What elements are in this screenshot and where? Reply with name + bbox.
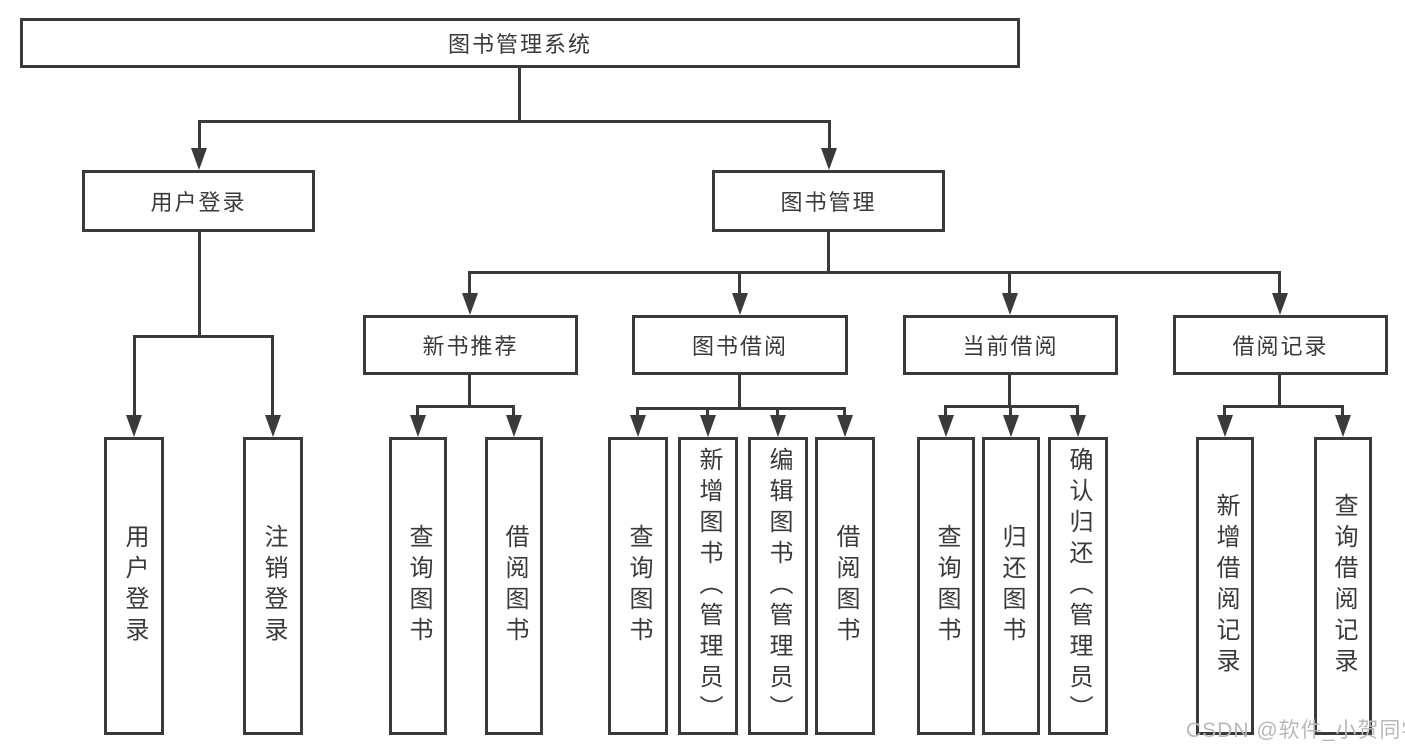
connector-line <box>1009 405 1012 417</box>
node-book-management: 图书管理 <box>712 170 945 232</box>
connector-line <box>1223 405 1226 417</box>
connector-line <box>518 66 521 123</box>
connector-line <box>1278 373 1281 407</box>
arrowhead-down-icon <box>265 415 281 437</box>
node-current-borrowing: 当前借阅 <box>903 315 1118 375</box>
arrowhead-down-icon <box>1070 415 1086 437</box>
connector-line <box>1278 271 1281 297</box>
leaf-add-borrow-record: 新增借阅记录 <box>1196 437 1254 735</box>
leaf-query-borrow-record: 查询借阅记录 <box>1314 437 1372 735</box>
connector-line <box>636 407 639 417</box>
arrowhead-down-icon <box>1003 415 1019 437</box>
leaf-query-books-current: 查询图书 <box>917 437 975 735</box>
connector-line <box>1008 271 1011 297</box>
arrowhead-down-icon <box>821 148 837 170</box>
leaf-return-book: 归还图书 <box>982 437 1040 735</box>
connector-line <box>827 230 830 274</box>
connector-line <box>417 405 515 408</box>
arrowhead-down-icon <box>770 415 786 437</box>
leaf-confirm-return-admin: 确认归还（管理员） <box>1048 437 1108 735</box>
connector-line <box>198 120 831 123</box>
arrowhead-down-icon <box>630 415 646 437</box>
leaf-query-books-borrowing: 查询图书 <box>608 437 668 735</box>
arrowhead-down-icon <box>410 415 426 437</box>
connector-line <box>637 407 846 410</box>
connector-line <box>198 120 201 151</box>
leaf-query-books-recommend: 查询图书 <box>389 437 447 735</box>
arrowhead-down-icon <box>837 415 853 437</box>
connector-line <box>1008 373 1011 407</box>
connector-line <box>706 407 709 417</box>
arrowhead-down-icon <box>126 415 142 437</box>
arrowhead-down-icon <box>462 293 478 315</box>
connector-line <box>198 230 201 337</box>
connector-line <box>828 120 831 151</box>
arrowhead-down-icon <box>1217 415 1233 437</box>
arrowhead-down-icon <box>1002 293 1018 315</box>
leaf-user-login: 用户登录 <box>104 437 164 735</box>
csdn-watermark: CSDN @软件_小贺同学 <box>1186 719 1405 742</box>
node-new-book-recommendation: 新书推荐 <box>363 315 578 375</box>
connector-line <box>1076 405 1079 417</box>
connector-line <box>133 335 136 417</box>
arrowhead-down-icon <box>938 415 954 437</box>
leaf-logout: 注销登录 <box>243 437 303 735</box>
connector-line <box>776 407 779 417</box>
connector-line <box>945 405 1079 408</box>
connector-line <box>512 405 515 417</box>
connector-line <box>468 271 471 297</box>
arrowhead-down-icon <box>506 415 522 437</box>
connector-line <box>1224 405 1344 408</box>
connector-line <box>1341 405 1344 417</box>
node-borrowing-records: 借阅记录 <box>1173 315 1388 375</box>
arrowhead-down-icon <box>191 148 207 170</box>
leaf-borrow-books-recommend: 借阅图书 <box>485 437 543 735</box>
leaf-borrow-books-borrowing: 借阅图书 <box>815 437 875 735</box>
arrowhead-down-icon <box>1335 415 1351 437</box>
leaf-add-book-admin: 新增图书（管理员） <box>678 437 738 735</box>
connector-line <box>416 405 419 417</box>
connector-line <box>468 373 471 407</box>
connector-line <box>944 405 947 417</box>
node-book-borrowing: 图书借阅 <box>632 315 848 375</box>
connector-line <box>738 373 741 409</box>
connector-line <box>843 407 846 417</box>
arrowhead-down-icon <box>732 293 748 315</box>
connector-line <box>133 335 274 338</box>
node-library-management-system: 图书管理系统 <box>20 18 1020 68</box>
leaf-edit-book-admin: 编辑图书（管理员） <box>748 437 808 735</box>
node-user-login: 用户登录 <box>82 170 315 232</box>
connector-line <box>468 271 1281 274</box>
arrowhead-down-icon <box>700 415 716 437</box>
connector-line <box>738 271 741 297</box>
arrowhead-down-icon <box>1272 293 1288 315</box>
connector-line <box>271 335 274 417</box>
